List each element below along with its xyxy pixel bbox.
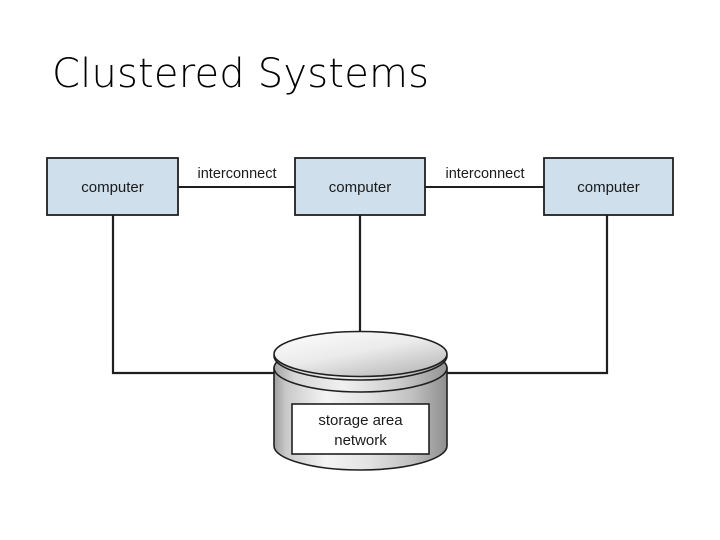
computer-node-right-box[interactable] [543,157,674,216]
cylinder-top-disc [273,330,448,378]
storage-area-network-cylinder: storage area network [273,330,448,471]
computer-node-left-box[interactable] [46,157,179,216]
computer-node-right[interactable]: computer [543,157,674,216]
storage-label-line-1: storage area [318,412,403,429]
computer-node-left[interactable]: computer [46,157,179,216]
computer-node-center[interactable]: computer [294,157,426,216]
computer-node-left-label: computer [81,179,144,196]
interconnect-label-left: interconnect [198,166,277,182]
connector-lines [111,186,609,375]
storage-link-left [111,215,276,375]
computer-node-right-label: computer [577,179,640,196]
interconnect-label-right: interconnect [446,166,525,182]
storage-label-line-2: network [334,432,387,449]
storage-label-plate [291,403,430,455]
computer-node-center-label: computer [329,179,392,196]
computer-node-center-box[interactable] [294,157,426,216]
page-title: Clustered Systems [52,51,430,97]
storage-link-right [445,215,609,375]
